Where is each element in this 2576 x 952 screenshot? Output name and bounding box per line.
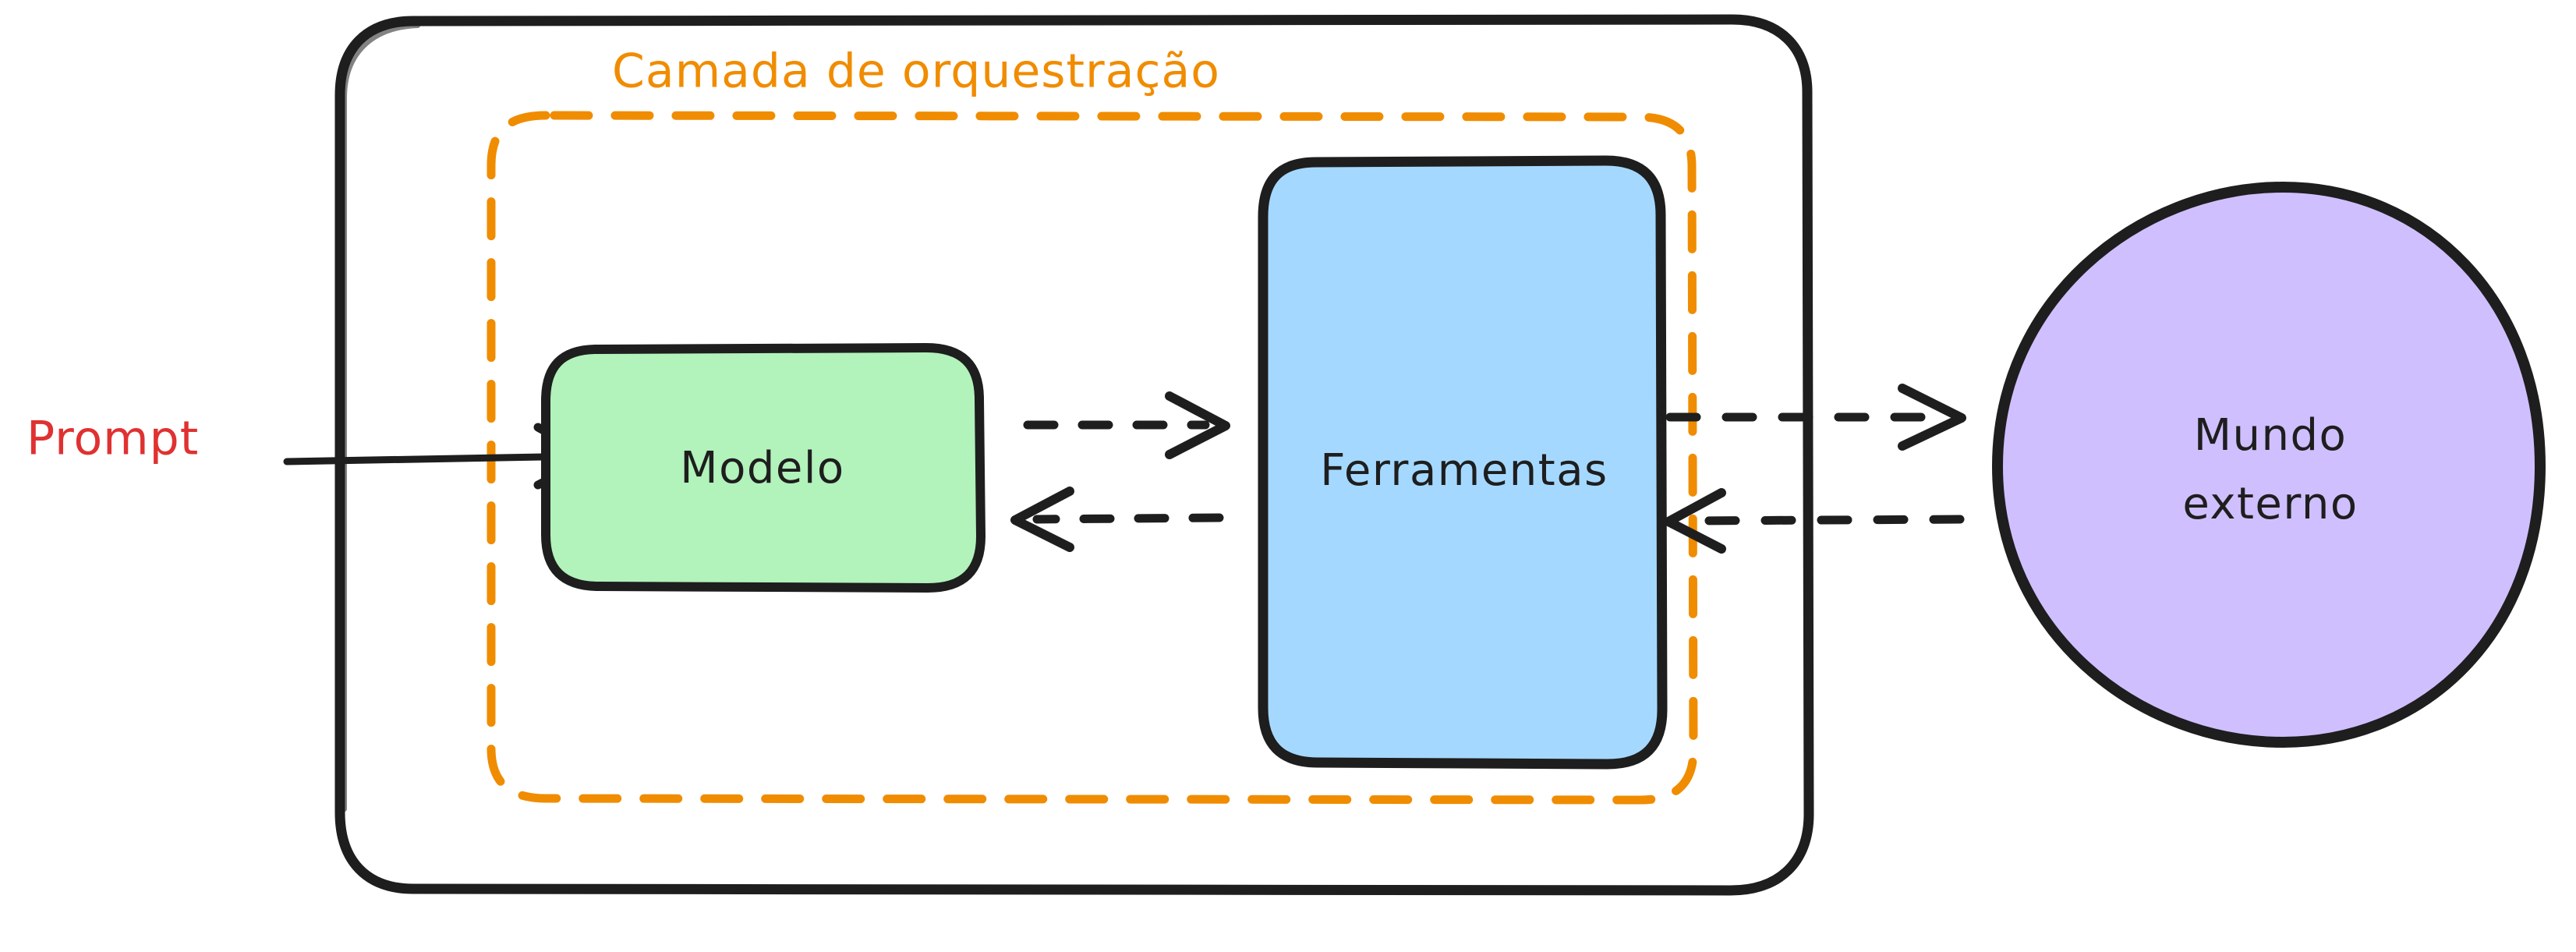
node-modelo-shape[interactable] [541, 343, 985, 593]
edge-ferramentas-modelo-line [1032, 513, 1224, 524]
node-mundo-externo-shape[interactable] [1992, 182, 2546, 748]
edge-mundo-to-ferramentas [1664, 488, 1965, 554]
edge-modelo-to-ferramentas [1023, 391, 1230, 459]
node-modelo[interactable]: Modelo [541, 343, 985, 593]
edge-ferramentas-to-modelo [1010, 487, 1224, 552]
node-ferramentas-label: Ferramentas [1320, 445, 1608, 496]
edge-ferramentas-mundo-arrowhead [1898, 384, 1966, 451]
node-ferramentas-shape[interactable] [1258, 155, 1668, 770]
edge-mundo-ferramentas-arrowhead [1664, 488, 1726, 554]
orchestration-layer-dashed-border [487, 111, 1698, 805]
node-mundo-externo-label-line1: Mundo [2194, 410, 2348, 461]
node-mundo-externo[interactable]: Mundo externo [1992, 182, 2546, 748]
prompt-label: Prompt [27, 412, 199, 466]
edge-mundo-ferramentas-line [1686, 515, 1965, 526]
node-modelo-label: Modelo [680, 443, 844, 494]
node-ferramentas[interactable]: Ferramentas [1258, 155, 1668, 770]
orchestration-layer-boundary [487, 111, 1698, 805]
agent-container-sketch-accent [342, 23, 420, 812]
node-mundo-externo-label-line2: externo [2182, 479, 2358, 529]
edge-ferramentas-to-mundo [1665, 384, 1966, 451]
edge-ferramentas-modelo-arrowhead [1010, 487, 1074, 552]
orchestration-layer-title: Camada de orquestração [612, 44, 1220, 99]
edge-modelo-ferramentas-arrowhead [1165, 391, 1230, 459]
edge-prompt-line [283, 452, 590, 465]
